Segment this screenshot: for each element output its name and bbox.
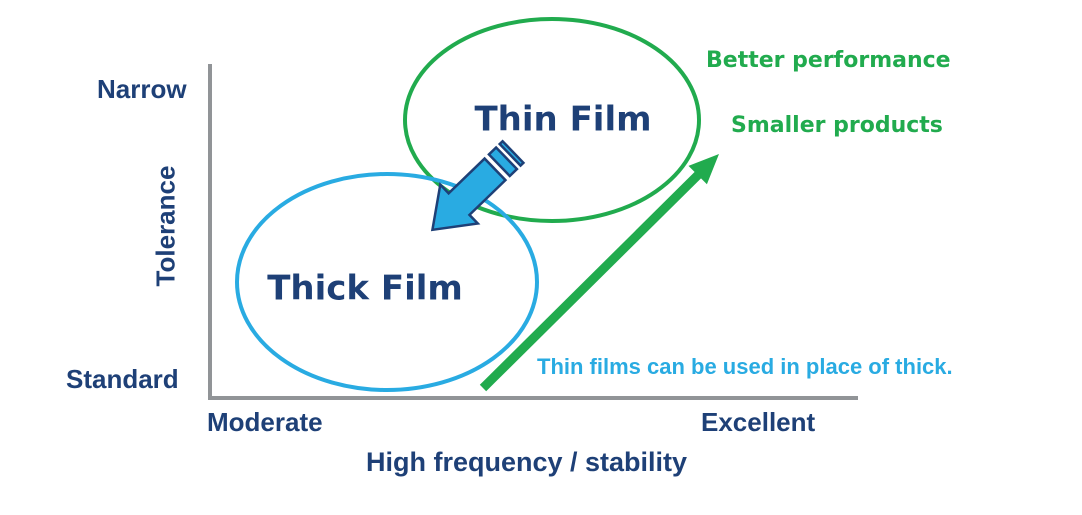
thin-film-ellipse	[403, 17, 701, 223]
improvement-arrow-head	[688, 154, 719, 185]
substitution-arrow-stripe-1	[497, 139, 526, 168]
thick-film-label: Thick Film	[267, 268, 463, 309]
substitution-arrow-body	[430, 156, 508, 232]
y-axis-max-label: Narrow	[97, 74, 187, 104]
x-axis-min-label: Moderate	[207, 407, 323, 437]
improvement-arrow-icon	[479, 154, 719, 392]
substitution-arrow-stripe-2	[487, 145, 519, 178]
y-axis-title: Tolerance	[150, 165, 181, 287]
thin-film-label: Thin Film	[474, 99, 652, 140]
better-performance-label: Better performance	[706, 48, 951, 73]
x-axis-title: High frequency / stability	[366, 447, 688, 477]
substitution-note: Thin films can be used in place of thick…	[537, 354, 953, 379]
y-axis-min-label: Standard	[66, 364, 179, 394]
substitution-arrow-icon	[430, 139, 526, 232]
smaller-products-label: Smaller products	[731, 113, 943, 138]
thick-film-ellipse	[235, 172, 539, 392]
improvement-arrow-shaft	[479, 168, 705, 392]
x-axis-max-label: Excellent	[701, 407, 816, 437]
